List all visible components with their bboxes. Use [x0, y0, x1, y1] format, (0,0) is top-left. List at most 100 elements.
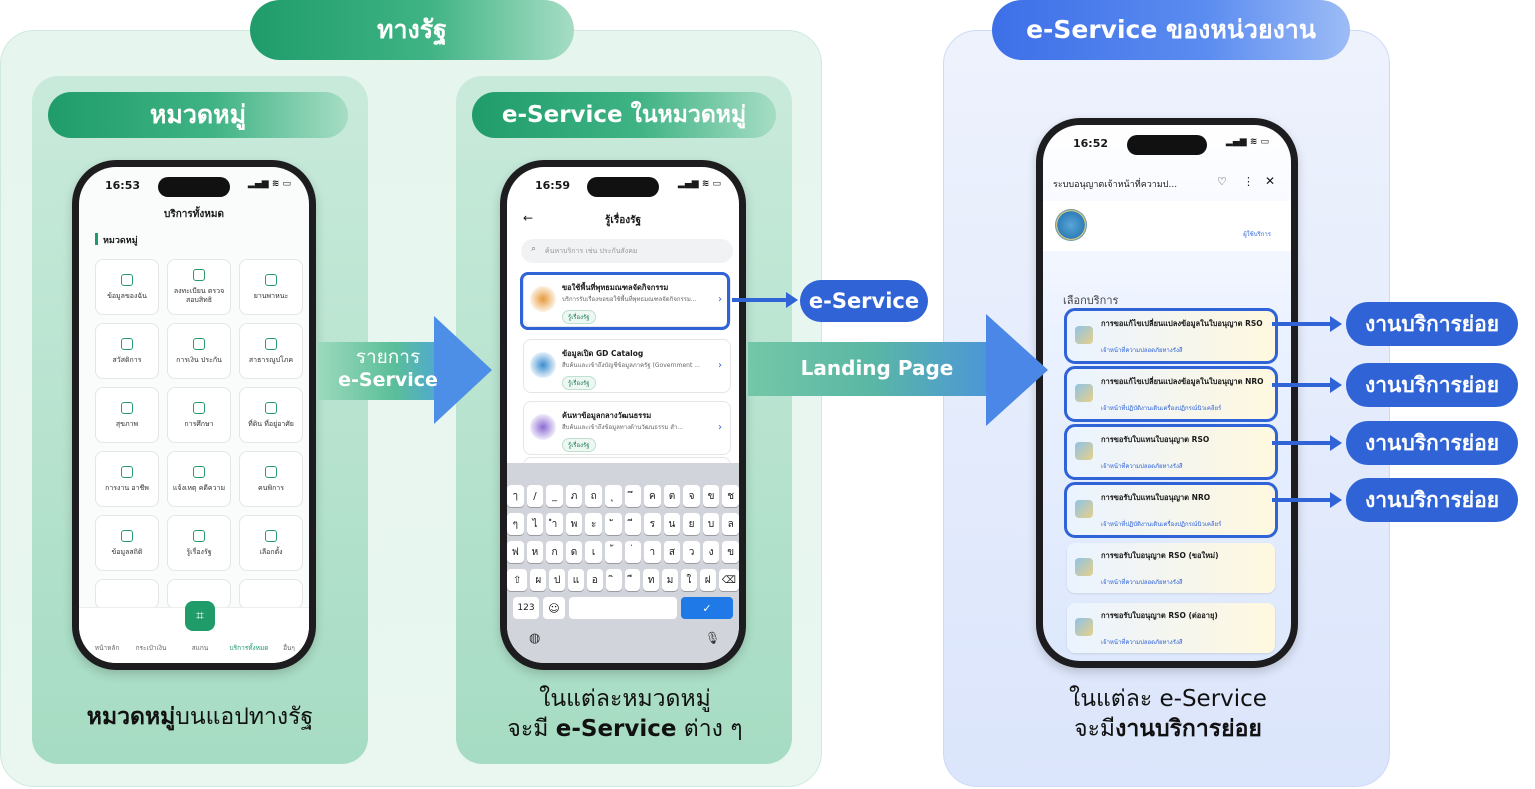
keyboard-key[interactable]: ้: [604, 541, 622, 563]
keyboard-key[interactable]: ล: [722, 513, 739, 535]
keyboard-key[interactable]: ำ: [546, 513, 563, 535]
tab-all-services[interactable]: บริการทั้งหมด: [229, 644, 269, 652]
keyboard-key[interactable]: ส: [663, 541, 681, 563]
tab-wallet[interactable]: กระเป๋าเงิน: [135, 644, 167, 652]
keyboard-key[interactable]: ใ: [680, 569, 697, 591]
keyboard-key[interactable]: ี: [624, 513, 642, 535]
keyboard-key[interactable]: ่: [624, 541, 642, 563]
category-item[interactable]: สาธารณูปโภค: [239, 323, 303, 379]
scan-icon[interactable]: ⌗: [185, 601, 215, 631]
keyboard-key[interactable]: ช: [722, 485, 739, 507]
keyboard-key[interactable]: ุ: [604, 485, 622, 507]
category-item[interactable]: เลือกตั้ง: [239, 515, 303, 571]
keyboard-key[interactable]: ิ: [605, 569, 622, 591]
category-label: รู้เรื่องรัฐ: [186, 547, 212, 556]
shift-icon[interactable]: ⇧: [507, 569, 528, 591]
keyboard-key[interactable]: ผ: [530, 569, 547, 591]
category-item[interactable]: ข้อมูลสถิติ: [95, 515, 159, 571]
keyboard-key[interactable]: ย: [683, 513, 700, 535]
category-item[interactable]: แจ้งเหตุ คดีความ: [167, 451, 231, 507]
eservice-title: ขอใช้พื้นที่พุทธมณฑลจัดกิจกรรม: [562, 283, 669, 292]
category-item[interactable]: การศึกษา: [167, 387, 231, 443]
keyboard-key[interactable]: ฟ: [507, 541, 524, 563]
globe-icon[interactable]: ◍: [529, 631, 541, 646]
heart-icon[interactable]: ♡: [1217, 175, 1227, 188]
keyboard-key[interactable]: ข: [702, 485, 720, 507]
category-item-partial[interactable]: [95, 579, 159, 609]
category-header: หมวดหมู่: [48, 92, 348, 138]
keyboard-key[interactable]: ึ: [624, 485, 642, 507]
category-item[interactable]: สวัสดิการ: [95, 323, 159, 379]
category-item[interactable]: รู้เรื่องรัฐ: [167, 515, 231, 571]
keyboard-key[interactable]: ๆ: [507, 513, 524, 535]
keyboard-key[interactable]: ห: [526, 541, 544, 563]
keyboard-key[interactable]: ไ: [526, 513, 544, 535]
page-title: รู้เรื่องรัฐ: [605, 215, 641, 226]
service-item[interactable]: การขอแก้ไขเปลี่ยนแปลงข้อมูลในใบอนุญาต RS…: [1064, 308, 1278, 364]
keyboard-key[interactable]: ื: [624, 569, 641, 591]
eservice-list-item[interactable]: ขอใช้พื้นที่พุทธมณฑลจัดกิจกรรมบริการรับเ…: [523, 273, 731, 327]
emoji-icon[interactable]: ☺: [543, 597, 565, 619]
sub-service-tag: งานบริการย่อย: [1346, 421, 1518, 465]
keyboard-key[interactable]: _: [546, 485, 563, 507]
keyboard-key[interactable]: ะ: [585, 513, 602, 535]
backspace-icon[interactable]: ⌫: [718, 569, 739, 591]
keyboard-key[interactable]: ถ: [585, 485, 602, 507]
tab-more[interactable]: อื่นๆ: [283, 644, 295, 652]
service-item[interactable]: การขอรับใบอนุญาต RSO (ต่ออายุ)เจ้าหน้าที…: [1067, 603, 1275, 653]
category-item[interactable]: ข้อมูลของฉัน: [95, 259, 159, 315]
category-item[interactable]: ยานพาหนะ: [239, 259, 303, 315]
category-item[interactable]: การงาน อาชีพ: [95, 451, 159, 507]
keyboard-key[interactable]: ๅ: [507, 485, 524, 507]
keyboard-key[interactable]: ว: [683, 541, 700, 563]
keyboard-key[interactable]: แ: [568, 569, 584, 591]
keyboard-key[interactable]: ด: [565, 541, 583, 563]
keyboard-key[interactable]: บ: [702, 513, 720, 535]
keyboard-key[interactable]: ั: [604, 513, 622, 535]
tab-home[interactable]: หน้าหลัก: [94, 644, 120, 652]
category-item-partial[interactable]: [239, 579, 303, 609]
category-label: สาธารณูปโภค: [248, 355, 294, 364]
keyboard-key[interactable]: ง: [702, 541, 720, 563]
eservice-list-item[interactable]: ค้นหาข้อมูลกลางวัฒนธรรมสืบค้นและเข้าถึงข…: [523, 401, 731, 455]
user-link[interactable]: ผู้ใช้บริการ: [1243, 231, 1271, 238]
keyboard-key[interactable]: ท: [643, 569, 660, 591]
category-item[interactable]: คนพิการ: [239, 451, 303, 507]
keyboard-key[interactable]: /: [526, 485, 544, 507]
keyboard-key[interactable]: ฝ: [699, 569, 716, 591]
space-key[interactable]: [569, 597, 677, 619]
search-input[interactable]: [521, 239, 733, 263]
keyboard-key[interactable]: ค: [644, 485, 661, 507]
keyboard-key[interactable]: ม: [662, 569, 678, 591]
keyboard-key[interactable]: ป: [549, 569, 566, 591]
service-item[interactable]: การขอรับใบอนุญาต RSO (ขอใหม่)เจ้าหน้าที่…: [1067, 543, 1275, 593]
keyboard-key[interactable]: ภ: [565, 485, 583, 507]
keyboard-key[interactable]: จ: [683, 485, 700, 507]
microphone-icon[interactable]: 🎙: [705, 631, 721, 645]
service-title: การขอรับใบอนุญาต RSO (ต่ออายุ): [1101, 611, 1218, 620]
service-item[interactable]: การขอแก้ไขเปลี่ยนแปลงข้อมูลในใบอนุญาต NR…: [1064, 366, 1278, 422]
more-icon[interactable]: ⋮: [1243, 175, 1254, 188]
keyboard-key[interactable]: อ: [586, 569, 603, 591]
category-item-partial[interactable]: [167, 579, 231, 609]
keyboard-key[interactable]: น: [663, 513, 681, 535]
category-item[interactable]: ที่ดิน ที่อยู่อาศัย: [239, 387, 303, 443]
category-item[interactable]: สุขภาพ: [95, 387, 159, 443]
return-key[interactable]: ✓: [681, 597, 733, 619]
numbers-key[interactable]: 123: [513, 597, 539, 619]
back-arrow-icon[interactable]: ←: [523, 211, 534, 225]
category-item[interactable]: ลงทะเบียน ตรวจสอบสิทธิ: [167, 259, 231, 315]
keyboard-key[interactable]: ร: [644, 513, 661, 535]
keyboard-key[interactable]: เ: [585, 541, 602, 563]
tab-scan[interactable]: สแกน: [191, 644, 209, 652]
close-icon[interactable]: ✕: [1265, 174, 1276, 188]
keyboard-key[interactable]: ก: [546, 541, 563, 563]
keyboard-key[interactable]: พ: [565, 513, 583, 535]
keyboard-key[interactable]: า: [644, 541, 661, 563]
keyboard-key[interactable]: ต: [663, 485, 681, 507]
keyboard-key[interactable]: ข: [722, 541, 739, 563]
category-item[interactable]: การเงิน ประกัน: [167, 323, 231, 379]
